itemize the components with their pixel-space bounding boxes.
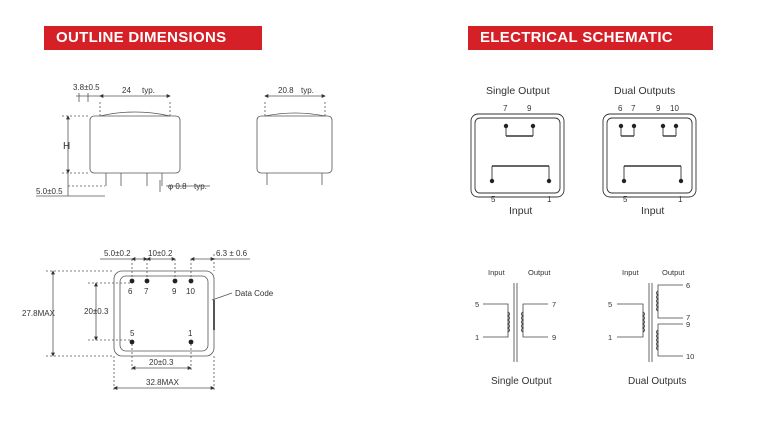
front-body-top-curve (99, 111, 171, 117)
dual-bottom-pin: 1 (678, 195, 683, 204)
single-circuit-pin: 1 (475, 333, 479, 342)
outline-dimensions-title: OUTLINE DIMENSIONS (44, 26, 262, 50)
dim-offset: 3.8±0.5 (73, 83, 100, 92)
single-circuit-pin: 7 (552, 300, 556, 309)
bottom-view (46, 254, 250, 392)
dim-c: 6.3 ± 0.6 (216, 249, 248, 258)
dual-circuit-pin: 5 (608, 300, 612, 309)
side-body-outline (256, 115, 333, 174)
single-output-block (470, 113, 565, 198)
single-circuit-pin: 9 (552, 333, 556, 342)
single-bottom-pin: 1 (547, 195, 552, 204)
dim-a: 5.0±0.2 (104, 249, 131, 258)
single-circuit-caption: Single Output (491, 376, 552, 387)
single-block-pins (489, 123, 552, 184)
side-view (256, 94, 333, 185)
electrical-schematic-title: ELECTRICAL SCHEMATIC (468, 26, 713, 50)
dual-circuit-input: Input (622, 268, 640, 277)
single-top-pin: 7 (503, 104, 508, 113)
bottom-body-outline (113, 270, 215, 357)
single-transformer (483, 283, 548, 362)
bottom-pin-1 (188, 339, 194, 345)
dim-pin-span: 20±0.3 (149, 358, 174, 367)
dim-b: 10±0.2 (148, 249, 173, 258)
dual-outputs-title: Dual Outputs (614, 85, 675, 97)
dual-input-label: Input (641, 205, 664, 217)
front-body-outline (89, 115, 181, 174)
single-input-label: Input (509, 205, 532, 217)
dual-top-pin: 7 (631, 104, 636, 113)
bottom-pin-7 (144, 278, 150, 284)
dim-pin: φ 0.8 (168, 182, 187, 191)
dual-bottom-pin: 5 (623, 195, 628, 204)
dual-circuit-pin: 10 (686, 352, 694, 361)
bottom-pin-10 (188, 278, 194, 284)
dual-circuit-pin: 7 (686, 313, 690, 322)
dual-circuit-output: Output (662, 268, 685, 277)
data-code-label: Data Code (235, 289, 274, 298)
bottom-pin-label: 6 (128, 287, 133, 296)
dim-depth: 20.8 (278, 86, 294, 95)
dual-circuit-pin: 6 (686, 281, 690, 290)
bottom-pins (129, 278, 194, 345)
dual-transformer (617, 283, 683, 362)
single-output-title: Single Output (486, 85, 550, 97)
dim-depth-typ: typ. (301, 86, 314, 95)
bottom-pin-label: 10 (186, 287, 195, 296)
bottom-pin-label: 7 (144, 287, 149, 296)
single-top-pin: 9 (527, 104, 532, 113)
dim-width-typ: typ. (142, 86, 155, 95)
dim-pin-typ: typ. (194, 182, 207, 191)
dim-width: 24 (122, 86, 131, 95)
bottom-pin-9 (172, 278, 178, 284)
dual-top-pin: 9 (656, 104, 661, 113)
front-view (36, 93, 210, 197)
dim-standoff: 5.0±0.5 (36, 187, 63, 196)
dual-outputs-block (602, 113, 697, 198)
dual-top-pin: 10 (670, 104, 679, 113)
dim-height: H (63, 141, 70, 152)
bottom-pin-label: 1 (188, 329, 193, 338)
bottom-pin-label: 5 (130, 329, 135, 338)
bottom-pin-6 (129, 278, 135, 284)
dual-circuit-caption: Dual Outputs (628, 376, 686, 387)
single-bottom-pin: 5 (491, 195, 496, 204)
bottom-pin-label: 9 (172, 287, 177, 296)
dim-width-max: 32.8MAX (146, 378, 180, 387)
bottom-pin-5 (129, 339, 135, 345)
dual-circuit-pin: 1 (608, 333, 612, 342)
dual-circuit-pin: 9 (686, 320, 690, 329)
single-circuit-pin: 5 (475, 300, 479, 309)
dim-height-max: 27.8MAX (22, 309, 56, 318)
single-circuit-output: Output (528, 268, 551, 277)
dual-top-pin: 6 (618, 104, 623, 113)
single-circuit-input: Input (488, 268, 506, 277)
dim-pin-row: 20±0.3 (84, 307, 109, 316)
dual-block-pins (618, 123, 684, 184)
